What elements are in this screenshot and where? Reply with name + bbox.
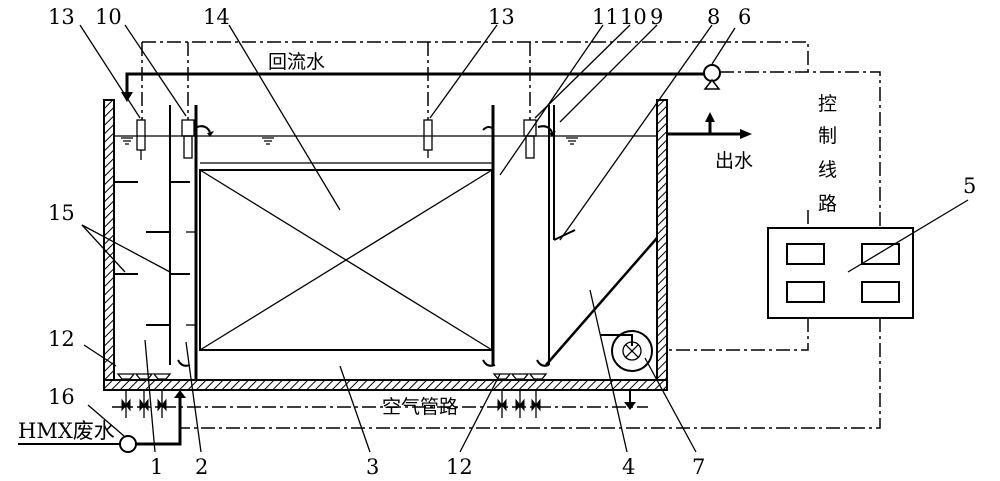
sensor-13-left bbox=[136, 119, 146, 160]
num-1: 1 bbox=[150, 455, 163, 479]
num-12-left: 12 bbox=[48, 327, 75, 351]
label-return-water: 回流水 bbox=[268, 51, 325, 73]
num-13-left: 13 bbox=[48, 5, 75, 29]
num-15: 15 bbox=[48, 201, 75, 225]
num-16: 16 bbox=[48, 385, 75, 409]
packing-module bbox=[199, 162, 493, 351]
num-6: 6 bbox=[738, 5, 751, 29]
aerators bbox=[116, 373, 548, 380]
outlet-pipe bbox=[667, 112, 752, 139]
number-labels: 13 10 14 13 11 10 9 8 6 5 15 12 16 1 2 3… bbox=[48, 5, 976, 479]
num-5: 5 bbox=[963, 174, 976, 198]
num-10-left: 10 bbox=[95, 5, 122, 29]
label-control-2: 制 bbox=[818, 125, 837, 147]
num-3: 3 bbox=[366, 455, 379, 479]
label-air-pipe: 空气管路 bbox=[382, 396, 458, 418]
tank-walls bbox=[103, 99, 668, 391]
plates bbox=[114, 181, 196, 326]
num-9: 9 bbox=[650, 5, 663, 29]
inlet-pipe bbox=[18, 390, 186, 453]
text-labels: 回流水 出水 控 制 线 路 空气管路 HMX废水 bbox=[18, 51, 837, 443]
flow-arrows bbox=[177, 125, 556, 367]
num-10-right: 10 bbox=[620, 5, 647, 29]
num-8: 8 bbox=[707, 5, 720, 29]
baffles bbox=[169, 105, 658, 380]
label-control-3: 线 bbox=[818, 159, 837, 181]
label-control-4: 路 bbox=[818, 193, 837, 215]
sensor-13-mid bbox=[423, 119, 433, 158]
air-valves bbox=[121, 390, 636, 418]
control-lines bbox=[112, 41, 881, 429]
sensor-10-right bbox=[523, 119, 537, 159]
blower-7 bbox=[600, 330, 653, 372]
num-2: 2 bbox=[195, 455, 208, 479]
sensor-10-left bbox=[181, 119, 195, 159]
return-water-pipe bbox=[121, 72, 705, 102]
num-11: 11 bbox=[592, 5, 619, 29]
leader-lines bbox=[79, 24, 969, 453]
num-12-right: 12 bbox=[446, 455, 473, 479]
control-box-5 bbox=[767, 227, 914, 319]
num-4: 4 bbox=[622, 455, 635, 479]
num-13-mid: 13 bbox=[488, 5, 515, 29]
pump-6 bbox=[703, 64, 721, 90]
num-7: 7 bbox=[692, 455, 705, 479]
label-control-1: 控 bbox=[818, 93, 837, 115]
label-hmx-wastewater: HMX废水 bbox=[18, 419, 115, 443]
water-level-marks bbox=[121, 137, 578, 145]
label-outlet-water: 出水 bbox=[715, 150, 753, 172]
num-14: 14 bbox=[203, 5, 230, 29]
